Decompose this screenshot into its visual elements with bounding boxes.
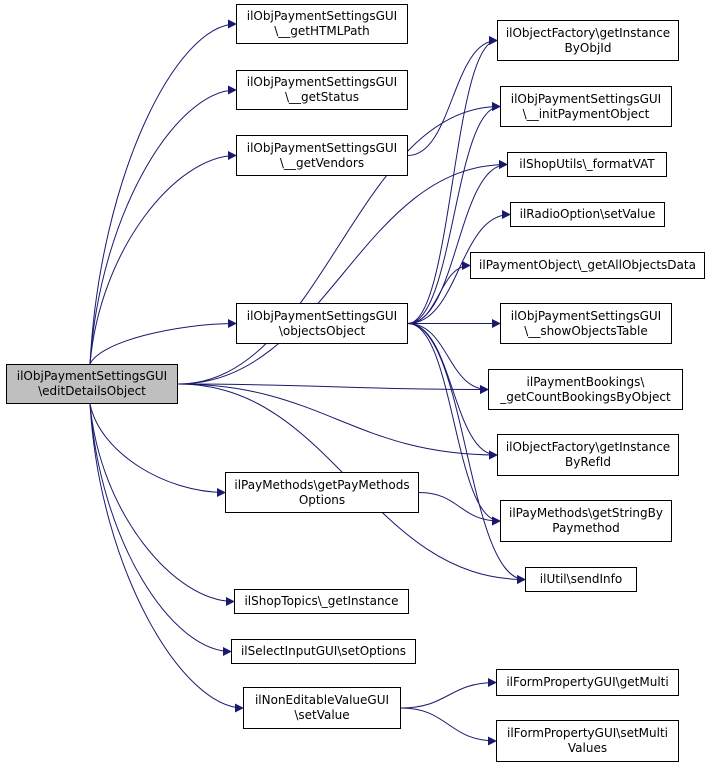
node-get-multi[interactable]: ilFormPropertyGUI\getMulti <box>496 669 679 696</box>
edge-objectsObject-to-sendInfo <box>407 323 526 584</box>
edge-objectsObject-to-radioSetValue <box>407 210 511 324</box>
node-show-objects-table[interactable]: ilObjPaymentSettingsGUI \__showObjectsTa… <box>500 303 672 344</box>
node-label-line: \__initPaymentObject <box>522 106 650 121</box>
node-label-line: ilPaymentBookings\ <box>526 374 645 389</box>
node-label-line: ilRadioOption\setValue <box>519 207 656 221</box>
node-get-instance-by-ref-id[interactable]: ilObjectFactory\getInstance ByRefId <box>497 434 679 476</box>
edge-root-to-getPayMethodsOptions <box>89 403 226 497</box>
node-label-line: ilObjPaymentSettingsGUI <box>246 75 398 89</box>
node-non-editable-set-value[interactable]: ilNonEditableValueGUI \setValue <box>243 687 401 729</box>
node-label-line: ilObjectFactory\getInstance <box>505 440 671 454</box>
node-label-line: ilFormPropertyGUI\setMulti <box>506 726 668 740</box>
node-label-line: ilPayMethods\getStringBy <box>509 506 663 520</box>
edge-root-to-shopTopicsGetInstance <box>89 403 235 606</box>
node-label-line: \editDetailsObject <box>38 384 146 398</box>
node-label-line: ilFormPropertyGUI\getMulti <box>506 675 669 689</box>
node-label-line: ilPaymentObject\_getAllObjectsData <box>479 258 696 272</box>
edge-root-to-getVendors <box>89 151 237 365</box>
edge-objectsObject-to-formatVAT <box>407 160 508 324</box>
node-get-count-bookings[interactable]: ilPaymentBookings\ _getCountBookingsByOb… <box>488 369 683 410</box>
edge-root-to-nonEditableSetValue <box>89 403 244 713</box>
node-get-all-objects-data[interactable]: ilPaymentObject\_getAllObjectsData <box>470 252 705 279</box>
node-label-line: ilUtil\sendInfo <box>539 572 623 586</box>
edge-root-to-getCountBookings <box>177 383 489 394</box>
node-edit-details-object: ilObjPaymentSettingsGUI \editDetailsObje… <box>6 364 178 404</box>
node-label-line: Options <box>298 492 346 507</box>
node-select-input-set-options[interactable]: ilSelectInputGUI\setOptions <box>231 639 416 664</box>
node-label-line: ilSelectInputGUI\setOptions <box>240 644 407 658</box>
edge-getVendors-to-getInstanceByObjId <box>407 36 498 156</box>
node-label-line: ilObjPaymentSettingsGUI <box>510 308 662 323</box>
node-objects-object[interactable]: ilObjPaymentSettingsGUI \objectsObject <box>236 303 408 344</box>
edge-getPayMethodsOptions-to-getStringByPaymethod <box>418 492 501 526</box>
node-label-line: \objectsObject <box>278 323 366 338</box>
node-set-multi-values[interactable]: ilFormPropertyGUI\setMulti Values <box>496 720 679 762</box>
node-label-line: Paymethod <box>552 521 620 535</box>
node-init-payment-object[interactable]: ilObjPaymentSettingsGUI \__initPaymentOb… <box>500 86 672 127</box>
edge-root-to-objectsObject <box>89 319 237 365</box>
node-label-line: ilObjPaymentSettingsGUI <box>16 369 168 383</box>
node-label-line: ByObjId <box>564 40 612 55</box>
edge-root-to-formatVAT <box>177 160 508 385</box>
node-label-line: \__getHTMLPath <box>274 24 370 38</box>
edge-objectsObject-to-getStringByPaymethod <box>407 323 501 526</box>
node-label-line: \__getVendors <box>279 155 365 170</box>
node-shop-topics-get-instance[interactable]: ilShopTopics\_getInstance <box>234 589 409 614</box>
node-get-pay-methods-options[interactable]: ilPayMethods\getPayMethods Options <box>225 472 419 513</box>
edge-root-to-getHTMLPath <box>89 19 237 365</box>
node-label-line: ilObjPaymentSettingsGUI <box>510 91 662 106</box>
edge-objectsObject-to-getAllObjectsData <box>407 261 471 324</box>
node-label-line: \__getStatus <box>285 90 359 104</box>
node-format-vat[interactable]: ilShopUtils\_formatVAT <box>507 152 667 177</box>
node-label-line: ilShopUtils\_formatVAT <box>519 157 655 171</box>
node-get-html-path[interactable]: ilObjPaymentSettingsGUI \__getHTMLPath <box>236 4 408 44</box>
node-label-line: Values <box>567 741 608 755</box>
node-label-line: ByRefId <box>565 455 611 469</box>
node-label-line: _getCountBookingsByObject <box>500 389 671 404</box>
edge-root-to-getStatus <box>89 85 237 365</box>
node-get-status[interactable]: ilObjPaymentSettingsGUI \__getStatus <box>236 70 408 110</box>
edge-nonEditableSetValue-to-getMulti <box>400 678 497 709</box>
edge-root-to-initPaymentObject <box>177 102 501 385</box>
node-label-line: ilObjPaymentSettingsGUI <box>246 308 398 323</box>
node-radio-option-set-value[interactable]: ilRadioOption\setValue <box>510 202 665 227</box>
node-label-line: \setValue <box>294 708 350 722</box>
edge-objectsObject-to-getInstanceByObjId <box>407 36 498 324</box>
node-label-line: ilNonEditableValueGUI <box>254 693 390 707</box>
edge-root-to-selectSetOptions <box>89 403 232 656</box>
node-get-instance-by-obj-id[interactable]: ilObjectFactory\getInstance ByObjId <box>497 20 679 61</box>
node-get-vendors[interactable]: ilObjPaymentSettingsGUI \__getVendors <box>236 135 408 176</box>
edge-objectsObject-to-getCountBookings <box>407 323 489 394</box>
node-label-line: ilPayMethods\getPayMethods <box>234 477 410 492</box>
edge-nonEditableSetValue-to-setMultiValues <box>400 707 497 746</box>
node-label-line: ilShopTopics\_getInstance <box>244 594 399 608</box>
node-label-line: ilObjPaymentSettingsGUI <box>246 9 398 23</box>
node-send-info[interactable]: ilUtil\sendInfo <box>525 567 637 592</box>
node-get-string-by-paymethod[interactable]: ilPayMethods\getStringBy Paymethod <box>500 500 672 542</box>
edge-root-to-getInstanceByRefId <box>177 383 498 460</box>
node-label-line: ilObjPaymentSettingsGUI <box>246 140 398 155</box>
edge-objectsObject-to-initPaymentObject <box>407 102 501 324</box>
node-label-line: ilObjectFactory\getInstance <box>505 25 671 40</box>
node-label-line: \__showObjectsTable <box>524 323 648 338</box>
